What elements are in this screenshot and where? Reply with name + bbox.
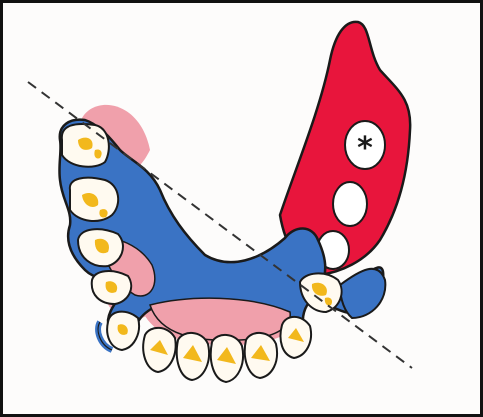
tooth-molar-left-2 <box>70 178 118 221</box>
tooth-premolar-left-2 <box>92 271 131 304</box>
tooth-incisor-4 <box>245 333 277 378</box>
tooth-molar-upper-left <box>62 124 109 167</box>
tooth-canine-left <box>107 312 139 350</box>
tooth-canine-right <box>281 317 312 358</box>
tooth-incisor-1 <box>143 328 175 372</box>
base-hole-2 <box>333 182 367 226</box>
tooth-incisor-2 <box>177 333 209 380</box>
asterisk-marker: * <box>357 131 373 166</box>
tooth-incisor-3 <box>211 335 243 382</box>
clasp-right <box>340 269 385 318</box>
